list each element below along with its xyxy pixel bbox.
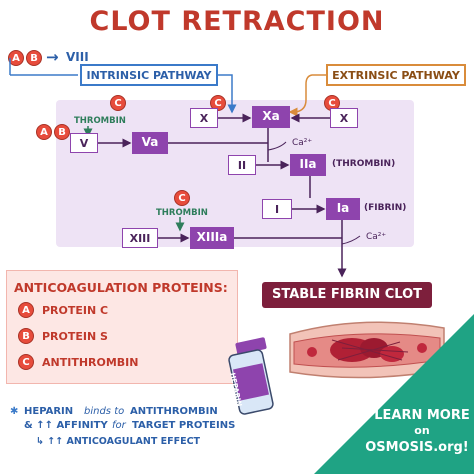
note-target-proteins: TARGET PROTEINS [132,420,236,431]
extrinsic-pathway-box: EXTRINSIC PATHWAY [326,64,466,86]
letter-b-badge: B [26,50,42,66]
anticoag-item-protein-s: PROTEIN S [42,330,108,343]
letter-c-badge: C [324,95,340,111]
stable-fibrin-clot-label: STABLE FIBRIN CLOT [262,282,432,308]
anticoag-item-antithrombin: ANTITHROMBIN [42,356,139,369]
osmosis-link[interactable]: OSMOSIS.org! [365,440,469,455]
letter-a-badge: A [36,124,52,140]
letter-a-badge: A [8,50,24,66]
letter-c-badge: C [18,354,34,370]
arrow-icon: → [46,48,59,66]
note-bullet: ✱ [10,406,19,417]
intrinsic-pathway-box: INTRINSIC PATHWAY [80,64,218,86]
letter-a-badge: A [18,302,34,318]
anticoag-title: ANTICOAGULATION PROTEINS: [14,280,228,295]
letter-c-badge: C [174,190,190,206]
note-anticoagulant-effect: ↳ ↑↑ ANTICOAGULANT EFFECT [36,436,201,447]
heparin-vial-illustration [228,337,274,415]
factor-x-box: X [330,108,358,128]
learn-more-on-label: on [414,424,430,437]
factor-xiiia-box: XIIIa [190,227,234,249]
calcium-label-2: Ca²⁺ [366,232,387,242]
anticoagulation-panel [6,270,238,384]
learn-more-label[interactable]: LEARN MORE [374,408,470,423]
factor-v-box: V [70,133,98,153]
factor-xiii-box: XIII [122,228,158,248]
thrombin-label: THROMBIN [156,208,208,218]
factor-x-box: X [190,108,218,128]
factor-viii-label: VIII [66,50,89,64]
page-title: CLOT RETRACTION [89,6,385,37]
factor-iia-box: IIa [290,154,326,176]
factor-xa-box: Xa [252,106,290,128]
osmosis-corner-banner[interactable] [314,314,474,474]
note-heparin: HEPARIN [24,406,74,417]
thrombin-paren-label: (THROMBIN) [332,159,396,169]
letter-b-badge: B [18,328,34,344]
note-for: for [112,420,126,431]
factor-va-box: Va [132,132,168,154]
note-affinity: & ↑↑ AFFINITY [24,420,108,431]
factor-ii-box: II [228,155,256,175]
fibrin-paren-label: (FIBRIN) [364,203,407,213]
factor-i-box: I [262,199,292,219]
factor-ia-box: Ia [326,198,360,220]
thrombin-label: THROMBIN [74,116,126,126]
anticoag-item-protein-c: PROTEIN C [42,304,109,317]
letter-c-badge: C [110,95,126,111]
note-antithrombin: ANTITHROMBIN [130,406,218,417]
letter-b-badge: B [54,124,70,140]
calcium-label: Ca²⁺ [292,138,313,148]
letter-c-badge: C [210,95,226,111]
note-binds-to: binds to [84,406,125,417]
